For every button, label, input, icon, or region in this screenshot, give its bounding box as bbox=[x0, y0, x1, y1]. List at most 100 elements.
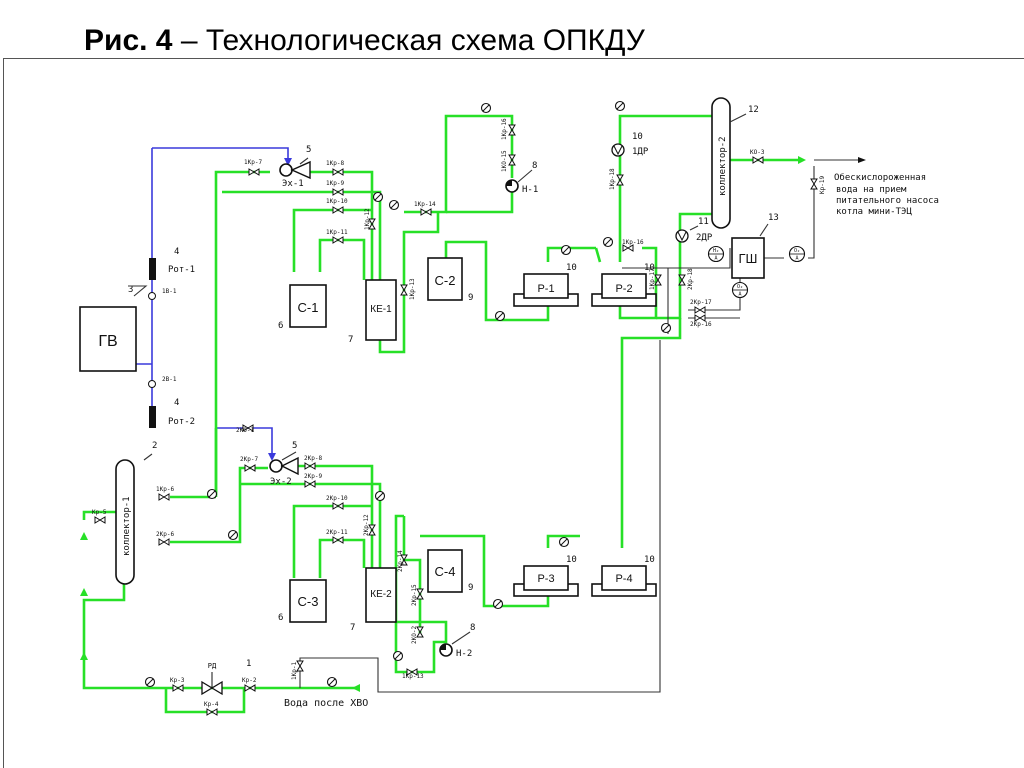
svg-text:10: 10 bbox=[644, 263, 655, 273]
hydraulic-lock-gsh: ГШ bbox=[731, 237, 765, 279]
svg-text:2: 2 bbox=[152, 441, 157, 451]
svg-text:1В-1: 1В-1 bbox=[162, 288, 177, 295]
svg-text:Кр-19: Кр-19 bbox=[819, 176, 826, 194]
flow-restrictor-2dr: 2ДР bbox=[675, 229, 713, 243]
svg-text:4: 4 bbox=[174, 398, 179, 408]
svg-text:2Кр-15: 2Кр-15 bbox=[411, 584, 418, 606]
svg-text:2Кр-6: 2Кр-6 bbox=[156, 531, 174, 538]
svg-text:3: 3 bbox=[128, 285, 133, 295]
title-dash: – bbox=[180, 24, 198, 57]
slide-title: Рис. 4 – Технологическая схема ОПКДУ bbox=[84, 24, 645, 58]
svg-text:С-2: С-2 bbox=[435, 273, 456, 288]
svg-text:2Кр-9: 2Кр-9 bbox=[304, 473, 322, 480]
svg-text:O₂: O₂ bbox=[737, 284, 743, 290]
svg-text:6: 6 bbox=[278, 321, 283, 331]
reactor-r3: Р-3 bbox=[513, 565, 579, 597]
separator-c3: С-3 bbox=[289, 579, 327, 623]
svg-text:2В-1: 2В-1 bbox=[162, 376, 177, 383]
gas-lines bbox=[135, 147, 292, 461]
flow-restrictor-1dr: 1ДР bbox=[611, 143, 649, 157]
separator-c1: С-1 bbox=[289, 284, 327, 328]
svg-text:10: 10 bbox=[566, 263, 577, 273]
svg-text:Обескислороженная: Обескислороженная bbox=[834, 172, 926, 183]
svg-text:1: 1 bbox=[246, 659, 251, 669]
svg-text:1Кр-6: 1Кр-6 bbox=[156, 486, 174, 493]
svg-text:Кр-3: Кр-3 bbox=[170, 677, 185, 684]
svg-text:КЕ-2: КЕ-2 bbox=[370, 589, 392, 600]
svg-text:РД: РД bbox=[208, 662, 217, 670]
valve-labels: 1Кр-7 1Кр-8 1Кр-9 1Кр-10 1Кр-11 1Кр-12 1… bbox=[92, 118, 826, 708]
collector-1-vessel: коллектор-1 bbox=[115, 459, 135, 585]
svg-text:1Кр-17: 1Кр-17 bbox=[649, 268, 656, 290]
non-return-devices: 1В-1 2В-1 bbox=[148, 288, 177, 388]
svg-text:Рот-2: Рот-2 bbox=[168, 417, 195, 427]
svg-text:1Кр-13: 1Кр-13 bbox=[409, 278, 416, 300]
svg-text:2ДР: 2ДР bbox=[696, 233, 713, 243]
svg-text:13: 13 bbox=[768, 213, 779, 223]
pressure-regulator-rd: РД bbox=[201, 662, 223, 696]
heat-exchanger-ke2: КЕ-2 bbox=[365, 567, 397, 623]
svg-text:1Кр-14: 1Кр-14 bbox=[414, 201, 436, 208]
collector-2-vessel: коллектор-2 bbox=[711, 97, 731, 229]
svg-text:10: 10 bbox=[632, 132, 643, 142]
reactor-r2: Р-2 bbox=[591, 273, 657, 307]
svg-text:коллектор-2: коллектор-2 bbox=[718, 136, 728, 196]
svg-text:9: 9 bbox=[468, 583, 473, 593]
rotameter-1: Рот-1 bbox=[149, 258, 195, 280]
separator-c2: С-2 bbox=[427, 257, 463, 301]
svg-text:7: 7 bbox=[348, 335, 353, 345]
svg-text:9: 9 bbox=[468, 293, 473, 303]
svg-text:4: 4 bbox=[174, 247, 179, 257]
svg-text:1Кр-12: 1Кр-12 bbox=[364, 208, 371, 230]
leader-lines bbox=[128, 113, 769, 645]
svg-text:10: 10 bbox=[566, 555, 577, 565]
svg-text:H₂: H₂ bbox=[713, 248, 719, 254]
svg-text:С-1: С-1 bbox=[298, 300, 319, 315]
diagram-frame bbox=[3, 58, 1024, 768]
svg-text:2Кр-11: 2Кр-11 bbox=[326, 529, 348, 536]
svg-text:1Кр-1: 1Кр-1 bbox=[291, 662, 298, 680]
analyzer-o2-gsh: O₂ А bbox=[731, 281, 749, 299]
svg-text:С-3: С-3 bbox=[298, 594, 319, 609]
rotameter-2: Рот-2 bbox=[149, 406, 195, 428]
svg-text:КЕ-1: КЕ-1 bbox=[370, 304, 392, 315]
figure-caption: Технологическая схема ОПКДУ bbox=[205, 24, 645, 57]
svg-text:2Кр-8: 2Кр-8 bbox=[304, 455, 322, 462]
svg-text:6: 6 bbox=[278, 613, 283, 623]
process-lines-lower bbox=[170, 318, 682, 674]
svg-text:С-4: С-4 bbox=[435, 564, 456, 579]
separator-c4: С-4 bbox=[427, 549, 463, 593]
svg-text:1Кр-16: 1Кр-16 bbox=[501, 118, 508, 140]
svg-text:Р-1: Р-1 bbox=[537, 283, 554, 295]
svg-text:Эх-1: Эх-1 bbox=[282, 179, 304, 189]
svg-text:12: 12 bbox=[748, 105, 759, 115]
svg-text:2Кр-10: 2Кр-10 bbox=[326, 495, 348, 502]
svg-text:А: А bbox=[714, 256, 717, 262]
inlet-annotation: Вода после ХВО bbox=[284, 698, 368, 709]
svg-text:А: А bbox=[795, 256, 798, 262]
svg-text:2КО-2: 2КО-2 bbox=[411, 626, 418, 644]
svg-text:вода на прием: вода на прием bbox=[836, 185, 907, 195]
figure-number: Рис. 4 bbox=[84, 24, 173, 57]
ejector-1: Эх-1 bbox=[279, 160, 311, 189]
svg-text:Кр-4: Кр-4 bbox=[204, 701, 219, 708]
svg-text:2Кр-7: 2Кр-7 bbox=[240, 456, 258, 463]
svg-text:1Кр-18: 1Кр-18 bbox=[609, 168, 616, 190]
reactor-r4: Р-4 bbox=[591, 565, 657, 597]
svg-text:А: А bbox=[738, 292, 741, 298]
svg-text:5: 5 bbox=[292, 441, 297, 451]
analyzer-o2-outlet: O₂ А bbox=[788, 245, 806, 263]
svg-text:Р-2: Р-2 bbox=[615, 283, 632, 295]
pressure-gauges bbox=[144, 100, 672, 688]
svg-text:Р-3: Р-3 bbox=[537, 573, 554, 585]
svg-text:Эх-2: Эх-2 bbox=[270, 477, 292, 487]
position-numbers: 1 2 3 4 4 5 5 6 6 7 7 8 8 9 9 10 10 10 1… bbox=[128, 105, 779, 669]
svg-text:1Кр-11: 1Кр-11 bbox=[326, 229, 348, 236]
svg-text:коллектор-1: коллектор-1 bbox=[122, 496, 132, 556]
svg-text:1Кр-10: 1Кр-10 bbox=[326, 198, 348, 205]
svg-text:2Кр-17: 2Кр-17 bbox=[690, 299, 712, 306]
svg-text:O₂: O₂ bbox=[794, 248, 800, 254]
drain-lines bbox=[299, 157, 866, 693]
svg-text:1Кр-7: 1Кр-7 bbox=[244, 159, 262, 166]
